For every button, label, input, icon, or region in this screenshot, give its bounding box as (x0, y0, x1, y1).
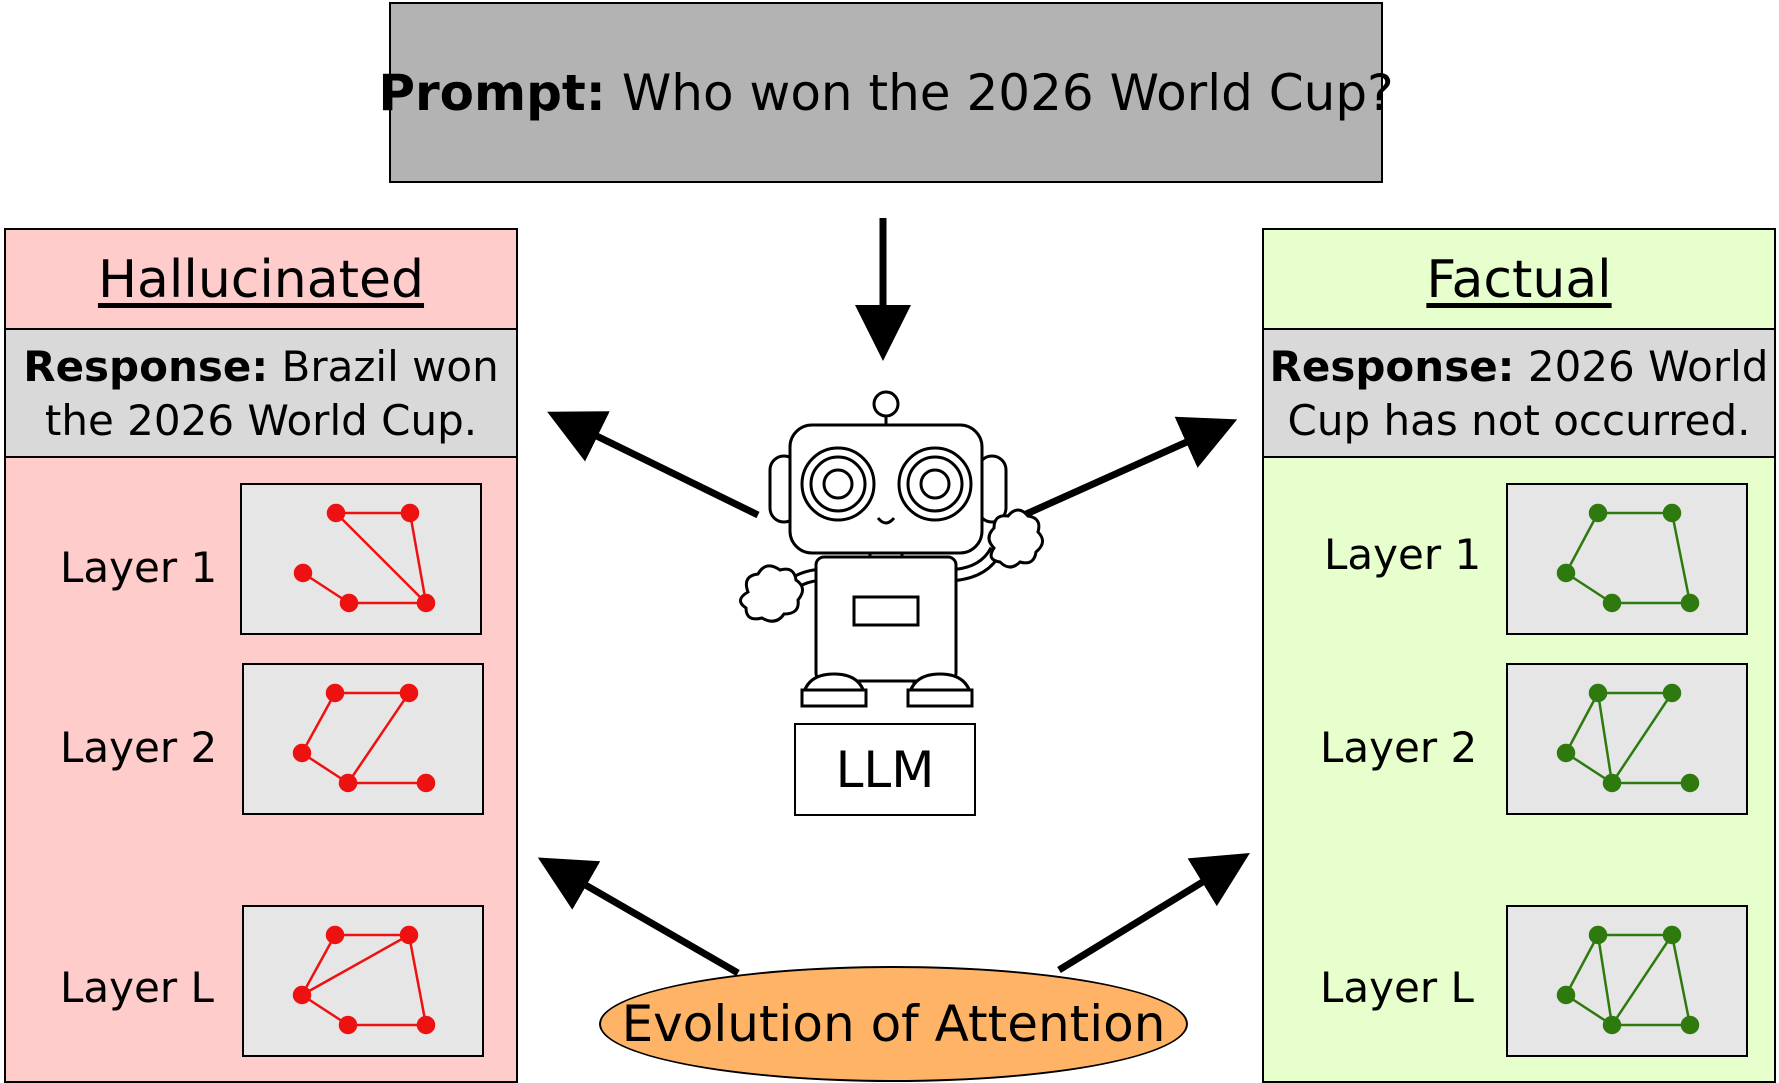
node (1556, 743, 1576, 763)
hallucinated-layer-2-label: Layer 2 (60, 723, 218, 772)
hallucinated-layer-1-graph (240, 483, 482, 635)
factual-graph-1 (1556, 503, 1700, 613)
hallucinated-panel: Hallucinated Response: Brazil won the 20… (4, 228, 518, 1083)
node (292, 743, 312, 763)
factual-layer-1-label: Layer 1 (1324, 530, 1482, 579)
factual-layer-2-graph (1506, 663, 1748, 815)
factual-response-line1: 2026 World (1527, 342, 1769, 391)
node (293, 563, 313, 583)
node (1662, 683, 1682, 703)
llm-label-box: LLM (794, 723, 976, 816)
node (326, 503, 346, 523)
hallucinated-response-line2: the 2026 World Cup. (44, 396, 478, 445)
node (1602, 773, 1622, 793)
prompt-text: Who won the 2026 World Cup? (621, 63, 1394, 122)
node (399, 925, 419, 945)
node (325, 925, 345, 945)
robot-icon (739, 390, 1044, 708)
hallucinated-layer-1-label: Layer 1 (60, 543, 218, 592)
factual-layer-2-label: Layer 2 (1320, 723, 1478, 772)
node (1680, 773, 1700, 793)
factual-response: Response: 2026 World Cup has not occurre… (1264, 328, 1774, 458)
hallucinated-response: Response: Brazil won the 2026 World Cup. (6, 328, 516, 458)
node (1588, 503, 1608, 523)
hallucinated-graph-2 (292, 683, 436, 793)
prompt-label: Prompt: (378, 63, 606, 122)
node (1602, 593, 1622, 613)
factual-layer-1-graph (1506, 483, 1748, 635)
hallucinated-response-label: Response: (23, 342, 269, 391)
node (292, 985, 312, 1005)
node (1662, 925, 1682, 945)
evolution-of-attention-ellipse: Evolution of Attention (599, 966, 1188, 1082)
factual-panel: Factual Response: 2026 World Cup has not… (1262, 228, 1776, 1083)
hallucinated-graph-L (292, 925, 436, 1035)
hallucinated-response-line1: Brazil won (281, 342, 499, 391)
node (1556, 563, 1576, 583)
node (1662, 503, 1682, 523)
node (416, 593, 436, 613)
hallucinated-graph-1 (293, 503, 436, 613)
node (338, 773, 358, 793)
node (416, 773, 436, 793)
hallucinated-title: Hallucinated (97, 250, 425, 310)
llm-to-factual-arrow (1022, 416, 1238, 519)
node (339, 593, 359, 613)
hallucinated-layer-L-graph (242, 905, 484, 1057)
prompt-box: Prompt: Who won the 2026 World Cup? (378, 2, 1394, 183)
factual-graph-2 (1556, 683, 1700, 793)
node (1588, 925, 1608, 945)
node (1680, 593, 1700, 613)
factual-graph-L (1556, 925, 1700, 1035)
factual-layer-L-label: Layer L (1320, 963, 1474, 1012)
evolution-to-hallucinated-arrow (537, 857, 740, 977)
node (1588, 683, 1608, 703)
evolution-to-factual-arrow (1057, 853, 1250, 973)
evolution-label: Evolution of Attention (621, 995, 1166, 1053)
node (416, 1015, 436, 1035)
node (338, 1015, 358, 1035)
factual-response-label: Response: (1269, 342, 1515, 391)
node (1602, 1015, 1622, 1035)
node (400, 503, 420, 523)
hallucinated-layer-2-graph (242, 663, 484, 815)
hallucinated-layer-L-label: Layer L (60, 963, 214, 1012)
node (1556, 985, 1576, 1005)
factual-title: Factual (1426, 250, 1612, 310)
factual-response-line2: Cup has not occurred. (1287, 396, 1751, 445)
llm-to-hallucinated-arrow (547, 411, 760, 519)
node (1680, 1015, 1700, 1035)
node (399, 683, 419, 703)
node (325, 683, 345, 703)
factual-layer-L-graph (1506, 905, 1748, 1057)
